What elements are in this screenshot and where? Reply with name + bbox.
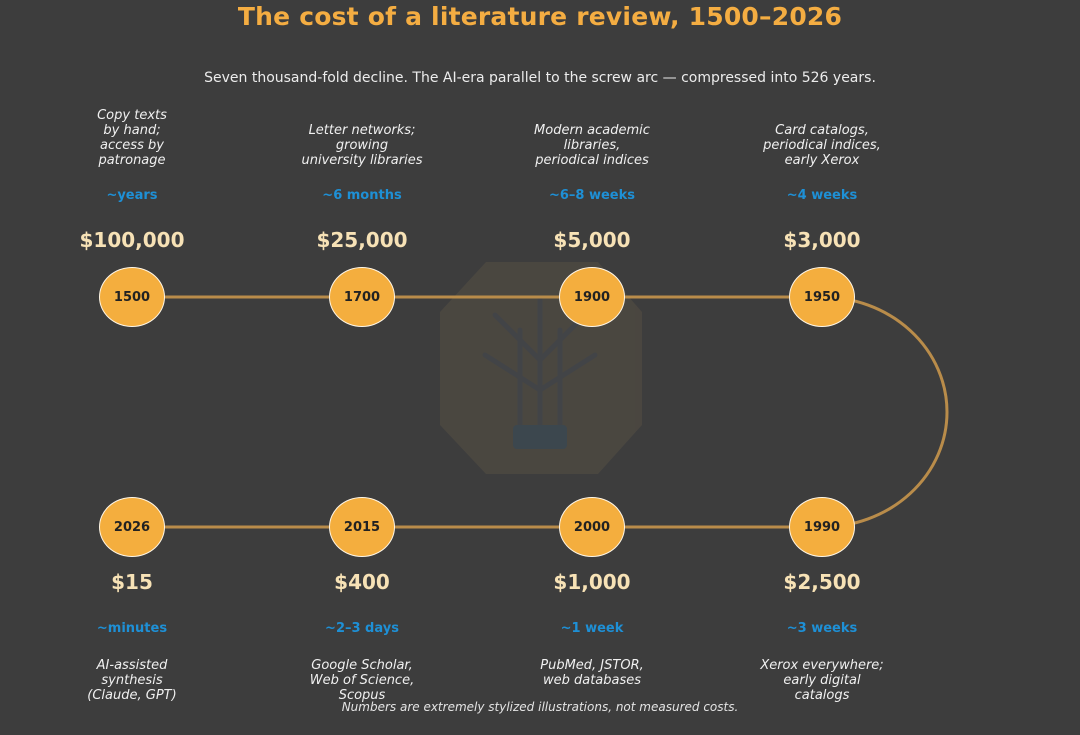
era-cost: $1,000 bbox=[553, 570, 631, 594]
era-cost: $15 bbox=[111, 570, 153, 594]
era-time: ~minutes bbox=[96, 621, 168, 636]
era-time: ~6 months bbox=[322, 188, 402, 203]
footnote: Numbers are extremely stylized illustrat… bbox=[341, 700, 739, 714]
era-description: Card catalogs,periodical indices,early X… bbox=[763, 123, 881, 168]
era-time: ~1 week bbox=[560, 621, 624, 636]
era-time: ~4 weeks bbox=[786, 188, 858, 203]
era-cost: $2,500 bbox=[783, 570, 861, 594]
year-node: 1500 bbox=[99, 267, 165, 327]
era-time: ~years bbox=[106, 188, 158, 203]
era-cost: $400 bbox=[334, 570, 390, 594]
era-cost: $3,000 bbox=[783, 228, 861, 252]
year-node: 2026 bbox=[99, 497, 165, 557]
turn-arc bbox=[821, 295, 949, 529]
page-subtitle: Seven thousand-fold decline. The AI-era … bbox=[204, 70, 876, 86]
year-node: 1900 bbox=[559, 267, 625, 327]
year-node: 1990 bbox=[789, 497, 855, 557]
page-title: The cost of a literature review, 1500–20… bbox=[237, 2, 843, 31]
year-node: 2000 bbox=[559, 497, 625, 557]
era-cost: $25,000 bbox=[316, 228, 408, 252]
era-time: ~6–8 weeks bbox=[548, 188, 636, 203]
era-time: ~3 weeks bbox=[786, 621, 858, 636]
year-node: 2015 bbox=[329, 497, 395, 557]
era-description: Google Scholar,Web of Science,Scopus bbox=[309, 658, 415, 703]
era-description: PubMed, JSTOR,web databases bbox=[540, 658, 644, 688]
year-node: 1700 bbox=[329, 267, 395, 327]
era-cost: $5,000 bbox=[553, 228, 631, 252]
era-time: ~2–3 days bbox=[325, 621, 399, 636]
era-cost: $100,000 bbox=[79, 228, 185, 252]
year-node: 1950 bbox=[789, 267, 855, 327]
